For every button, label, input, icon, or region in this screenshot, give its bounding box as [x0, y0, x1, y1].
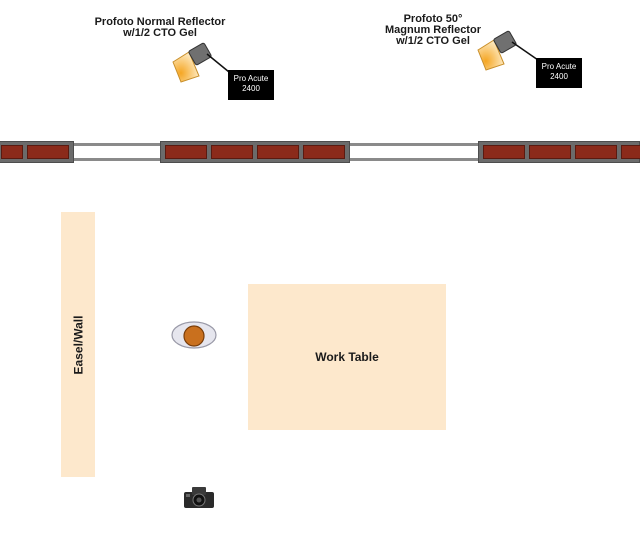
- brick: [211, 145, 253, 159]
- work-table: Work Table: [248, 284, 446, 430]
- brick: [621, 145, 640, 159]
- brick: [27, 145, 69, 159]
- subject-icon: [171, 321, 217, 349]
- rail-segment: [70, 143, 162, 161]
- brick-wall-segment: [0, 141, 74, 163]
- brick-wall-segment: [478, 141, 640, 163]
- light-head-icon: [477, 30, 539, 71]
- brick: [303, 145, 345, 159]
- brick: [1, 145, 23, 159]
- light-2-label: Profoto 50° Magnum Reflector w/1/2 CTO G…: [385, 13, 481, 47]
- brick: [483, 145, 525, 159]
- light-1-label: Profoto Normal Reflector w/1/2 CTO Gel: [94, 16, 226, 39]
- easel-wall: Easel/Wall: [61, 212, 95, 477]
- camera-icon: [184, 487, 214, 508]
- rail-segment: [348, 143, 480, 161]
- light-head-icon: [172, 42, 230, 83]
- brick-wall-segment: [160, 141, 350, 163]
- power-pack-1: Pro Acute 2400: [228, 70, 274, 100]
- easel-wall-label: Easel/Wall: [71, 315, 86, 374]
- brick: [257, 145, 299, 159]
- brick: [165, 145, 207, 159]
- brick: [529, 145, 571, 159]
- power-pack-2: Pro Acute 2400: [536, 58, 582, 88]
- brick: [575, 145, 617, 159]
- work-table-label: Work Table: [315, 350, 379, 364]
